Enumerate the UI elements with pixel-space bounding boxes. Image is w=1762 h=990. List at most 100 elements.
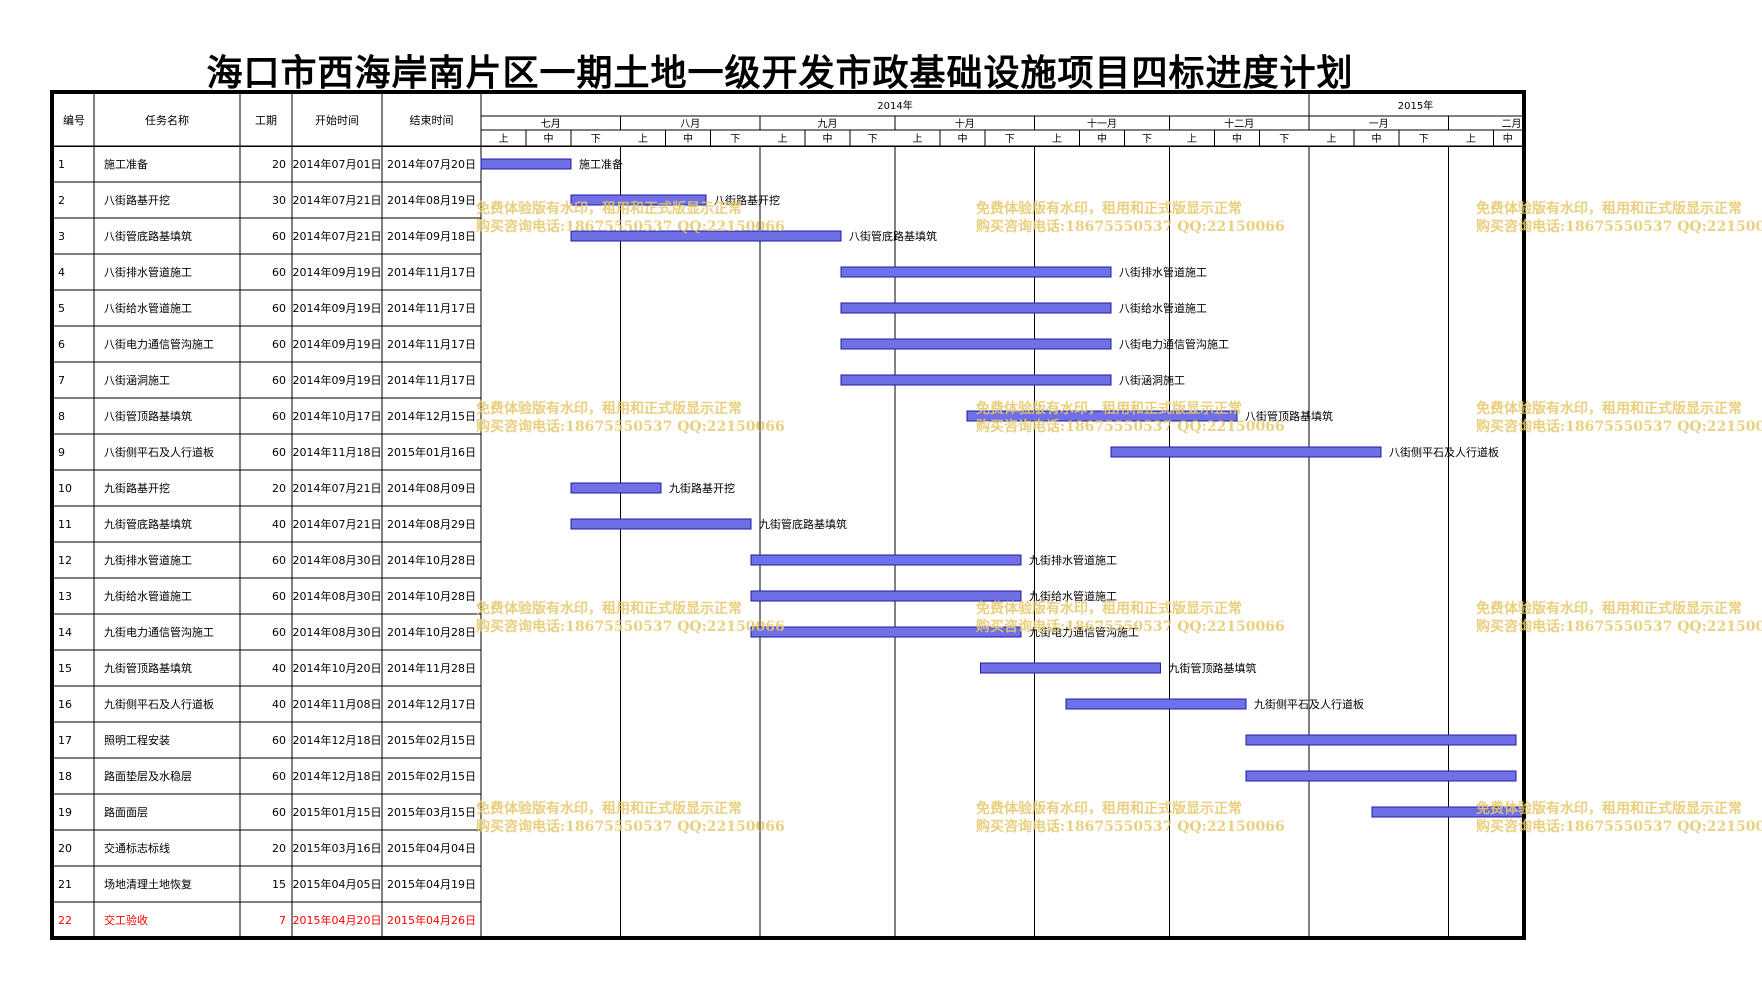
task-end: 2014年07月20日 (387, 157, 476, 171)
task-bar-label: 八街电力通信管沟施工 (1119, 337, 1229, 351)
task-bar (1371, 806, 1522, 818)
task-bar (840, 374, 1112, 386)
dekad-label: 中 (544, 132, 554, 145)
task-duration: 60 (272, 266, 286, 279)
column-header-end: 结束时间 (410, 114, 454, 127)
task-id: 2 (58, 194, 65, 207)
month-label: 七月 (541, 118, 561, 130)
task-name: 九街管顶路基填筑 (104, 661, 192, 675)
task-start: 2015年04月20日 (293, 913, 382, 927)
task-start: 2014年08月30日 (293, 589, 382, 603)
task-start: 2014年09月19日 (293, 265, 382, 279)
task-duration: 60 (272, 806, 286, 819)
task-bar-label: 八街管底路基填筑 (849, 229, 937, 243)
task-bar-label: 八街涵洞施工 (1119, 373, 1185, 387)
dekad-label: 上 (1187, 133, 1197, 145)
task-duration: 60 (272, 230, 286, 243)
task-bar (840, 338, 1112, 350)
task-duration: 60 (272, 590, 286, 603)
dekad-label: 下 (591, 134, 601, 145)
dekad-label: 上 (1327, 133, 1337, 145)
dekad-label: 下 (1279, 134, 1289, 145)
dekad-label: 上 (913, 133, 923, 145)
task-bar-label: 八街侧平石及人行道板 (1389, 445, 1499, 459)
task-name: 九街管底路基填筑 (104, 517, 192, 531)
task-name: 八街排水管道施工 (104, 265, 192, 279)
task-id: 4 (58, 266, 65, 279)
task-start: 2014年11月08日 (293, 697, 382, 711)
task-end: 2015年02月15日 (387, 769, 476, 783)
task-bar (1065, 698, 1247, 710)
dekad-label: 上 (1466, 133, 1476, 145)
month-label: 十月 (955, 117, 975, 130)
task-bar (570, 230, 842, 242)
column-header-id: 编号 (63, 113, 85, 127)
dekad-label: 中 (1232, 132, 1242, 145)
dekad-label: 上 (1052, 133, 1062, 145)
task-start: 2014年07月01日 (293, 157, 382, 171)
task-bar (1110, 446, 1382, 458)
task-id: 12 (58, 554, 72, 567)
task-id: 9 (58, 446, 65, 459)
task-start: 2014年08月30日 (293, 625, 382, 639)
task-bar (1245, 770, 1517, 782)
task-name: 九街路基开挖 (104, 481, 170, 495)
task-duration: 20 (272, 482, 286, 495)
task-duration: 30 (272, 194, 286, 207)
task-id: 16 (58, 698, 72, 711)
task-bar-label: 八街管顶路基填筑 (1245, 409, 1333, 423)
dekad-label: 下 (730, 134, 740, 145)
task-name: 施工准备 (104, 157, 148, 171)
task-end: 2014年11月17日 (387, 373, 476, 387)
task-id: 20 (58, 842, 72, 855)
dekad-label: 中 (958, 132, 968, 145)
task-duration: 20 (272, 158, 286, 171)
task-name: 九街电力通信管沟施工 (104, 625, 214, 639)
year-label: 2015年 (1398, 99, 1433, 112)
dekad-label: 上 (778, 133, 788, 145)
task-bar (1245, 734, 1517, 746)
task-start: 2014年09月19日 (293, 373, 382, 387)
task-end: 2015年03月15日 (387, 805, 476, 819)
dekad-label: 上 (638, 133, 648, 145)
task-end: 2014年12月17日 (387, 697, 476, 711)
task-start: 2014年08月30日 (293, 553, 382, 567)
task-start: 2014年07月21日 (293, 229, 382, 243)
task-name: 场地清理土地恢复 (104, 877, 192, 891)
task-bar-label: 八街给水管道施工 (1119, 301, 1207, 315)
task-duration: 40 (272, 518, 286, 531)
month-label: 一月 (1369, 118, 1389, 130)
task-start: 2014年07月21日 (293, 517, 382, 531)
task-name: 九街侧平石及人行道板 (104, 697, 214, 711)
task-duration: 60 (272, 770, 286, 783)
task-end: 2014年10月28日 (387, 589, 476, 603)
task-duration: 60 (272, 554, 286, 567)
task-bar (840, 266, 1112, 278)
task-bar (980, 662, 1161, 674)
task-end: 2014年08月19日 (387, 193, 476, 207)
task-duration: 60 (272, 446, 286, 459)
task-start: 2015年04月05日 (293, 877, 382, 891)
task-bar-label: 九街给水管道施工 (1029, 589, 1117, 603)
task-start: 2014年07月21日 (293, 481, 382, 495)
task-end: 2014年11月17日 (387, 301, 476, 315)
month-label: 十一月 (1087, 117, 1117, 130)
task-bar (570, 518, 752, 530)
dekad-label: 下 (868, 134, 878, 145)
task-duration: 60 (272, 626, 286, 639)
task-id: 13 (58, 590, 72, 603)
task-name: 交工验收 (104, 913, 148, 927)
month-label: 八月 (680, 118, 700, 130)
task-end: 2014年10月28日 (387, 553, 476, 567)
task-id: 3 (58, 230, 65, 243)
task-id: 19 (58, 806, 72, 819)
column-header-start: 开始时间 (315, 113, 359, 127)
task-duration: 60 (272, 374, 286, 387)
task-start: 2014年09月19日 (293, 337, 382, 351)
year-label: 2014年 (877, 99, 912, 112)
task-duration: 40 (272, 698, 286, 711)
task-id: 8 (58, 410, 65, 423)
task-duration: 60 (272, 338, 286, 351)
task-duration: 15 (272, 878, 286, 891)
